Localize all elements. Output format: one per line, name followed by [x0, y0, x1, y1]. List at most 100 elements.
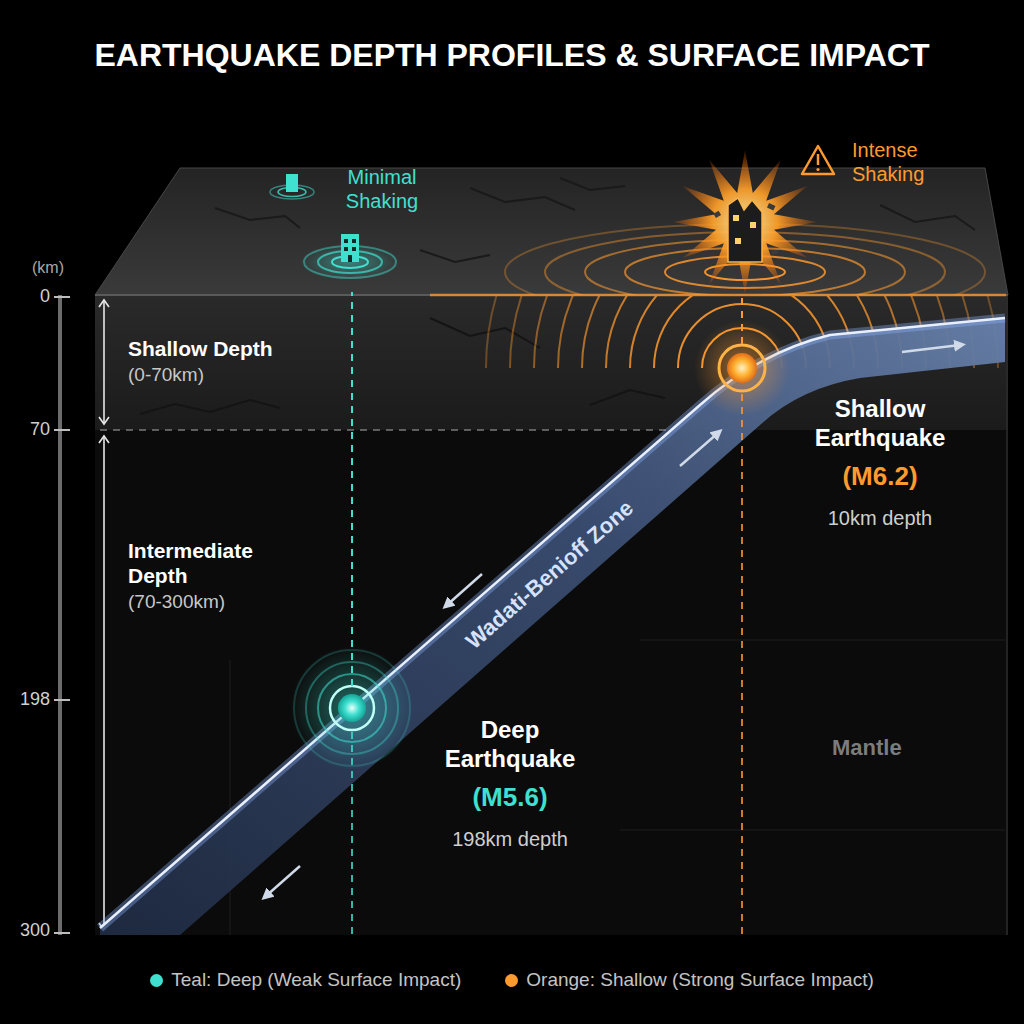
legend: Teal: Deep (Weak Surface Impact) Orange: …	[0, 969, 1024, 992]
shallow-hypocenter	[694, 320, 790, 416]
label-holder: 198	[0, 689, 50, 711]
legend-text: Teal: Deep (Weak Surface Impact)	[171, 969, 461, 992]
grid-line	[230, 660, 231, 935]
depth-tick-value: 70	[0, 419, 50, 441]
node-heading: Deep Earthquake	[425, 716, 595, 774]
depth-boundary	[100, 429, 670, 431]
depth-tick-value: 300	[0, 920, 50, 942]
zone-name: Intermediate Depth	[128, 538, 308, 588]
seismic-ring	[719, 345, 765, 391]
crack	[470, 188, 575, 210]
legend-text: Orange: Shallow (Strong Surface Impact)	[526, 969, 873, 992]
node-heading: Minimal Shaking	[330, 165, 434, 213]
zone-range: (70-300km)	[128, 591, 328, 614]
node-heading: Shallow Earthquake	[790, 395, 970, 453]
depth-axis	[58, 295, 62, 935]
debris	[713, 211, 721, 218]
hypocenter-core	[727, 353, 757, 383]
motion-arrow	[902, 345, 960, 352]
label-holder: 0	[0, 286, 50, 308]
axis-tick	[54, 699, 70, 701]
axis-tick	[54, 429, 70, 431]
legend-swatch	[150, 974, 163, 987]
depth-projection-line	[351, 292, 353, 686]
surface-edge	[95, 294, 1008, 296]
crack	[420, 250, 490, 262]
building-window	[344, 247, 348, 251]
axis-unit: (km)	[18, 258, 78, 277]
bracket-head	[99, 300, 109, 307]
zone-range: (0-70km)	[128, 364, 328, 387]
motion-arrow	[680, 433, 718, 466]
legend-item: Teal: Deep (Weak Surface Impact)	[150, 969, 461, 992]
node-text-group: Deep Earthquake (M5.6) 198km depth	[425, 716, 595, 851]
label-holder: 300	[0, 920, 50, 942]
layer-name: Mantle	[832, 735, 962, 761]
magnitude-value: (M5.6)	[425, 782, 595, 813]
crack	[590, 390, 665, 405]
diagram-title: EARTHQUAKE DEPTH PROFILES & SURFACE IMPA…	[95, 36, 930, 74]
building-icon	[341, 234, 359, 262]
grid-line	[620, 830, 1005, 831]
label-holder: Mantle	[832, 735, 962, 761]
depth-projection-line	[741, 292, 743, 344]
legend-swatch	[505, 974, 518, 987]
crack	[880, 205, 975, 230]
impact-burst	[673, 150, 817, 294]
bracket-head	[99, 436, 109, 443]
node-text-group: Shallow Earthquake (M6.2) 10km depth	[790, 395, 970, 530]
node-text-group: Intense Shaking	[852, 138, 956, 186]
seismic-ring	[330, 686, 374, 730]
axis-tick	[54, 932, 70, 934]
crack	[140, 400, 280, 414]
grid-line	[640, 640, 1005, 641]
warning-mark	[817, 154, 820, 165]
crack	[215, 208, 300, 228]
building-icon	[286, 174, 298, 192]
motion-arrow	[447, 574, 482, 605]
hypocenter-glow	[290, 646, 414, 770]
depth-tick-value: 198	[0, 689, 50, 711]
surface-marker: Intense Shaking	[700, 134, 960, 292]
hypocenter-glow	[694, 320, 790, 416]
label-holder: 70	[0, 419, 50, 441]
depth-value: 10km depth	[790, 506, 970, 530]
axis-ticks	[54, 297, 70, 933]
depth-value: 198km depth	[425, 827, 595, 851]
motion-arrow	[266, 866, 300, 896]
subducting-slab	[100, 318, 1005, 935]
depth-projection-extension	[741, 394, 743, 935]
label-holder: (km)	[18, 258, 78, 277]
building-window	[352, 247, 356, 251]
building-window	[733, 215, 739, 221]
range-brackets	[99, 300, 109, 930]
label-holder: Intermediate Depth	[128, 538, 308, 588]
minimal-shaking-marker	[270, 174, 400, 280]
bracket-line	[103, 300, 105, 424]
building-door	[348, 255, 352, 262]
hypocenter-core	[338, 694, 366, 722]
magnitude-value: (M6.2)	[790, 461, 970, 492]
bracket-head	[99, 417, 109, 424]
building-window	[735, 238, 741, 244]
warning-icon	[802, 146, 834, 174]
label-holder: (70-300km)	[128, 591, 328, 614]
hypocenter: Deep Earthquake (M5.6) 198km depth	[330, 686, 599, 855]
deep-hypocenter	[290, 646, 414, 770]
depth-tick-value: 0	[0, 286, 50, 308]
hypocenter: Shallow Earthquake (M6.2) 10km depth	[718, 344, 974, 534]
crack	[560, 178, 625, 190]
axis-tick	[54, 296, 70, 298]
debris	[767, 203, 775, 210]
slab-body	[100, 318, 1005, 935]
legend-item: Orange: Shallow (Strong Surface Impact)	[505, 969, 873, 992]
warning-dot	[816, 168, 819, 171]
title-holder: EARTHQUAKE DEPTH PROFILES & SURFACE IMPA…	[0, 36, 1024, 74]
block-right-edge	[1006, 296, 1008, 935]
building-window	[750, 222, 756, 228]
label-holder: (0-70km)	[128, 364, 328, 387]
label-holder: Shallow Depth	[128, 336, 328, 361]
surface-marker: Minimal Shaking	[286, 161, 438, 292]
debris	[772, 250, 778, 254]
